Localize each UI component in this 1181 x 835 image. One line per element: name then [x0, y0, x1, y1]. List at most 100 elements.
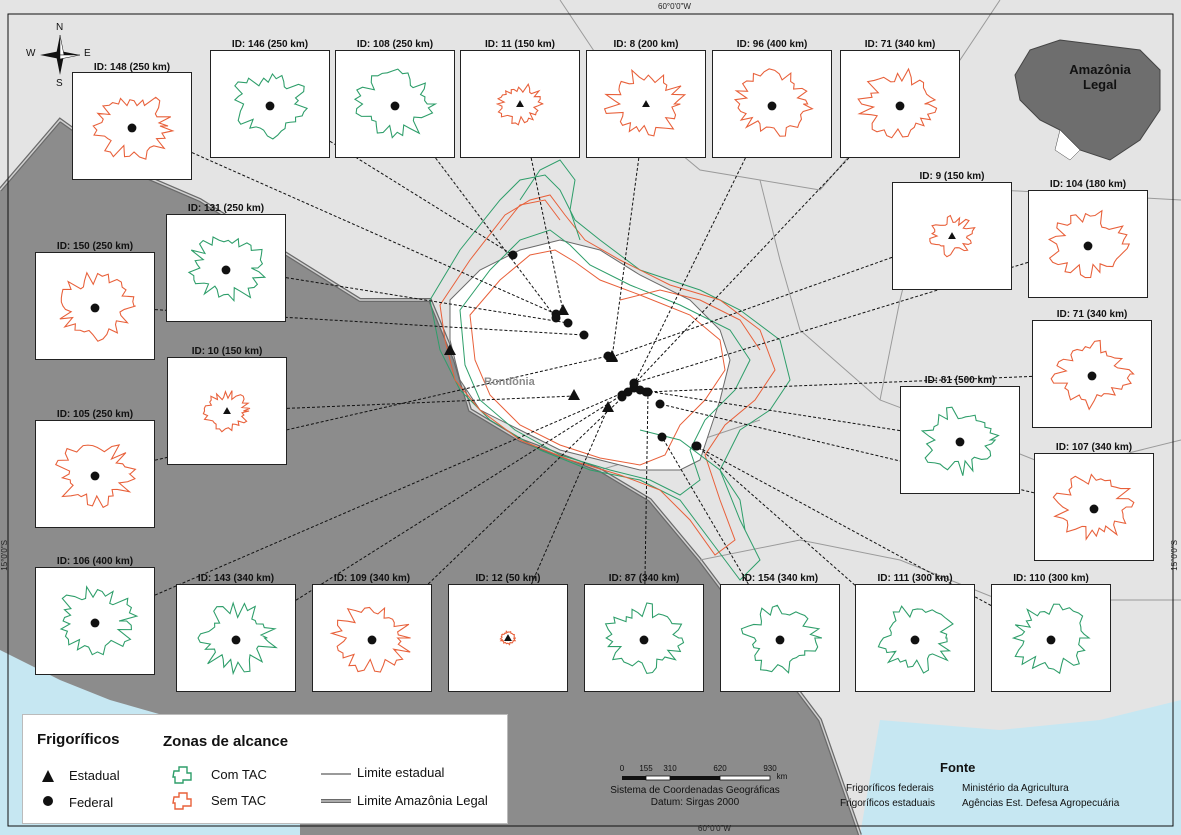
federal-marker-icon — [1046, 635, 1056, 645]
federal-marker-icon — [1083, 241, 1093, 251]
inset-label: ID: 131 (250 km) — [187, 203, 265, 214]
fonte-key-estaduais: Frigoríficos estaduais — [840, 798, 936, 809]
federal-marker-icon — [390, 101, 400, 111]
connector-line — [285, 277, 569, 324]
federal-facility-icon — [579, 330, 589, 340]
inset-label: ID: 108 (250 km) — [356, 39, 434, 50]
inset-label: ID: 10 (150 km) — [191, 346, 263, 357]
legend-com-tac: Com TAC — [211, 767, 267, 782]
federal-facility-icon — [551, 313, 561, 323]
scale-unit: km — [776, 772, 788, 781]
reach-zone-outline — [740, 604, 823, 674]
inset-label: ID: 87 (340 km) — [608, 573, 680, 584]
federal-facility-icon — [629, 378, 639, 388]
reach-zone-outline — [1047, 209, 1131, 279]
reach-zone-outline — [920, 406, 1000, 476]
connector-line — [633, 157, 746, 385]
scale-tick: 310 — [663, 764, 677, 773]
federal-marker-icon — [910, 635, 920, 645]
federal-marker-icon — [895, 101, 905, 111]
inset-map — [900, 386, 1020, 494]
connector-line — [659, 403, 1035, 494]
inset-label: ID: 96 (400 km) — [736, 39, 808, 50]
inset-label: ID: 143 (340 km) — [197, 573, 275, 584]
reach-zone-outline — [54, 444, 137, 509]
inset-label: ID: 110 (300 km) — [1013, 573, 1089, 584]
inset-label: ID: 107 (340 km) — [1055, 442, 1133, 453]
estadual-facility-icon — [444, 344, 456, 355]
inset-map — [720, 584, 840, 692]
inset-map — [840, 50, 960, 158]
federal-marker-icon — [955, 437, 965, 447]
legend-frigorificos-title: Frigoríficos — [37, 731, 120, 748]
inset-map — [460, 50, 580, 158]
inset-map — [167, 357, 287, 465]
estadual-marker-icon — [948, 232, 956, 239]
legend-estadual: Estadual — [69, 768, 120, 783]
inset-label: ID: 9 (150 km) — [919, 171, 985, 182]
inset-map — [35, 567, 155, 675]
connector-line — [611, 256, 893, 358]
inset-map — [586, 50, 706, 158]
reach-zone-outline — [603, 68, 687, 137]
inset-label: ID: 150 (250 km) — [56, 241, 134, 252]
reach-zone-outline — [92, 96, 175, 160]
federal-marker-icon — [265, 101, 275, 111]
fonte-value-federais: Ministério da Agricultura — [962, 783, 1069, 794]
com-tac-swatch-icon — [172, 766, 192, 784]
inset-label: ID: 148 (250 km) — [93, 62, 171, 73]
federal-facility-icon — [623, 387, 633, 397]
reach-zone-outline — [202, 390, 251, 433]
inset-label: ID: 154 (340 km) — [741, 573, 819, 584]
reach-zone-outline — [499, 630, 517, 646]
legend-limite-estadual: Limite estadual — [357, 765, 445, 780]
reach-zone-outline — [857, 67, 938, 139]
inset-label: ID: 71 (340 km) — [864, 39, 936, 50]
inset-map — [1032, 320, 1152, 428]
state-label: Rondônia — [484, 376, 535, 388]
estadual-facility-icon — [557, 304, 569, 315]
estadual-marker-icon — [504, 634, 512, 641]
inset-map — [991, 584, 1111, 692]
coord-right: 15°0'0"S — [1170, 540, 1179, 571]
compass-e: E — [84, 48, 91, 59]
inset-map — [72, 72, 192, 180]
estadual-facility-icon — [568, 389, 580, 400]
federal-marker-icon — [1087, 371, 1097, 381]
scale-tick: 620 — [713, 764, 727, 773]
compass-rose — [40, 34, 81, 75]
coord-bottom: 60°0'0"W — [698, 824, 731, 833]
reach-zone-outline — [495, 82, 544, 126]
inset-map — [312, 584, 432, 692]
connector-line — [427, 391, 629, 585]
connector-line — [295, 394, 623, 601]
federal-marker-icon — [367, 635, 377, 645]
inset-map — [1034, 453, 1154, 561]
sem-tac-swatch-icon — [172, 792, 192, 810]
inset-map — [176, 584, 296, 692]
fonte-key-federais: Frigoríficos federais — [846, 783, 934, 794]
connector-line — [531, 407, 609, 585]
scale-tick: 930 — [763, 764, 777, 773]
federal-marker-icon — [767, 101, 777, 111]
legend-federal: Federal — [69, 795, 114, 810]
inset-map — [855, 584, 975, 692]
federal-marker-icon — [90, 303, 100, 313]
estadual-marker-icon — [642, 100, 650, 107]
connector-line — [435, 157, 557, 319]
inset-map — [1028, 190, 1148, 298]
inset-map — [210, 50, 330, 158]
reach-zone-outline — [59, 271, 136, 342]
limite-estadual-line-icon — [321, 773, 351, 775]
federal-marker-icon — [639, 635, 649, 645]
scale-datum: Datum: Sirgas 2000 — [650, 797, 740, 808]
overview-amazonia-shape — [1014, 39, 1161, 161]
connector-line — [154, 387, 635, 596]
inset-map — [335, 50, 455, 158]
coord-top: 60°0'0"W — [658, 2, 691, 11]
federal-marker-icon — [231, 635, 241, 645]
federal-marker-icon — [1089, 504, 1099, 514]
inset-label: ID: 71 (340 km) — [1056, 309, 1128, 320]
inset-label: ID: 146 (250 km) — [231, 39, 309, 50]
federal-facility-icon — [563, 318, 573, 328]
